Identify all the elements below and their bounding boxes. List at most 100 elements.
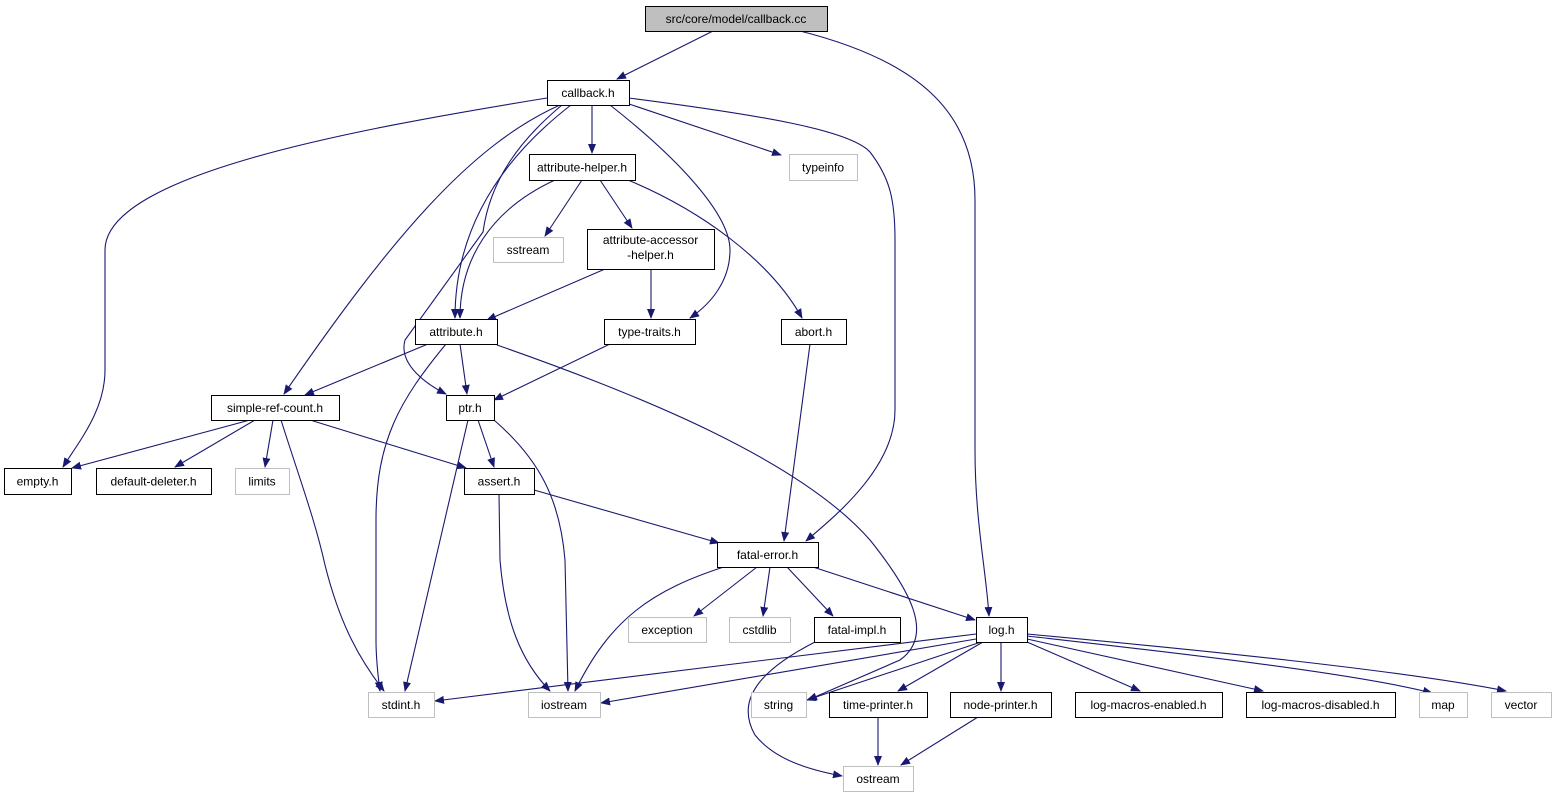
edge-fatalerror-to-exception: [693, 566, 758, 617]
edge-log-to-map: [1026, 635, 1433, 695]
edge-arrow: [374, 343, 447, 692]
node-attribute[interactable]: attribute.h: [415, 319, 498, 345]
edge-assert-to-fatalerror: [533, 489, 720, 545]
edge-attrhelper-to-attribute: [456, 179, 556, 319]
node-box: [464, 468, 535, 495]
node-box: [1419, 692, 1468, 718]
edge-log-to-lme: [1026, 641, 1141, 692]
edge-arrow: [628, 97, 896, 542]
edge-arrow: [477, 419, 495, 468]
edge-callback-to-fatalerror: [628, 97, 896, 542]
node-timeprinter[interactable]: time-printer.h: [829, 692, 928, 718]
node-callback[interactable]: callback.h: [547, 80, 630, 106]
node-lmd[interactable]: log-macros-disabled.h: [1246, 692, 1396, 718]
node-label: time-printer.h: [843, 698, 913, 712]
node-label: exception: [641, 623, 692, 637]
node-label: stdint.h: [382, 698, 421, 712]
edge-callback-to-simpleref: [283, 104, 561, 395]
node-label: fatal-error.h: [737, 548, 798, 562]
node-label: vector: [1505, 698, 1538, 712]
edge-arrow: [786, 566, 834, 617]
node-assert[interactable]: assert.h: [464, 468, 535, 495]
node-label: default-deleter.h: [110, 475, 196, 489]
edge-ptr-to-iostream: [493, 419, 572, 692]
node-box: [528, 692, 601, 718]
edge-fatalerror-to-cstdlib: [760, 566, 771, 617]
node-label: empty.h: [17, 475, 59, 489]
edge-arrow: [1026, 633, 1507, 694]
node-label: src/core/model/callback.cc: [666, 12, 807, 26]
edge-typetraits-to-ptr: [493, 343, 611, 401]
node-box: [814, 617, 901, 643]
node-label: -helper.h: [627, 248, 674, 262]
edge-arrow: [262, 419, 274, 468]
node-fatalerror[interactable]: fatal-error.h: [717, 542, 819, 568]
node-box: [843, 766, 914, 792]
edge-attribute-to-stdint: [374, 343, 447, 692]
edge-log-to-stdint: [434, 633, 977, 704]
edge-attrhelper-to-abort: [627, 179, 803, 319]
edge-arrow: [897, 641, 984, 692]
node-vector: vector: [1491, 692, 1552, 718]
edge-arrow: [616, 30, 714, 80]
edge-arrow: [781, 343, 811, 542]
node-abort[interactable]: abort.h: [781, 319, 847, 345]
edge-simpleref-to-assert: [309, 419, 467, 470]
node-box: [446, 395, 495, 421]
edge-arrow: [600, 638, 977, 706]
edge-arrow: [806, 641, 982, 701]
edge-arrow: [403, 104, 563, 395]
edge-arrow: [174, 419, 256, 468]
node-root[interactable]: src/core/model/callback.cc: [645, 6, 828, 32]
edge-log-to-iostream: [600, 638, 977, 706]
edge-arrow: [496, 344, 918, 701]
node-typeinfo: typeinfo: [789, 154, 858, 181]
edge-arrow: [1026, 641, 1141, 692]
edge-arrow: [599, 179, 633, 229]
edge-root-to-callback: [616, 30, 714, 80]
edge-callback-to-typeinfo: [628, 103, 782, 156]
node-attrhelper[interactable]: attribute-helper.h: [529, 154, 636, 181]
edge-arrow: [627, 179, 803, 319]
node-label: log.h: [988, 623, 1014, 637]
node-nodeprinter[interactable]: node-printer.h: [950, 692, 1052, 718]
node-typetraits[interactable]: type-traits.h: [604, 319, 696, 345]
edge-attribute-to-ptr: [459, 343, 470, 395]
node-box: [235, 468, 290, 495]
edge-arrow: [1026, 635, 1433, 695]
edge-arrow: [1026, 638, 1264, 693]
node-label: typeinfo: [802, 161, 844, 175]
node-exception: exception: [628, 617, 707, 643]
edge-callback-to-ptr: [403, 104, 563, 395]
node-log[interactable]: log.h: [976, 617, 1028, 643]
node-empty[interactable]: empty.h: [4, 468, 72, 495]
node-box: [717, 542, 819, 568]
edge-arrow: [574, 564, 731, 692]
edge-arrow: [62, 97, 548, 468]
node-box: [1246, 692, 1396, 718]
node-simpleref[interactable]: simple-ref-count.h: [211, 395, 340, 421]
edge-attribute-to-simpleref: [304, 343, 429, 396]
edge-simpleref-to-stdint: [280, 419, 385, 692]
edge-arrow: [628, 103, 782, 156]
node-label: string: [764, 698, 793, 712]
edge-arrow: [533, 489, 720, 545]
edges: [62, 30, 1507, 779]
edge-simpleref-to-deleter: [174, 419, 256, 468]
node-box: [96, 468, 212, 495]
node-box: [628, 617, 707, 643]
node-box: [493, 237, 564, 263]
edge-arrow: [760, 566, 771, 617]
node-fatalimpl[interactable]: fatal-impl.h: [814, 617, 901, 643]
edge-log-to-string: [806, 641, 982, 701]
edge-arrow: [799, 30, 993, 617]
node-accessor[interactable]: attribute-accessor-helper.h: [587, 229, 715, 270]
node-lme[interactable]: log-macros-enabled.h: [1075, 692, 1223, 718]
edge-arrow: [693, 566, 758, 617]
node-box: [368, 692, 435, 718]
node-deleter[interactable]: default-deleter.h: [96, 468, 212, 495]
node-ptr[interactable]: ptr.h: [446, 395, 495, 421]
edge-root-to-log: [799, 30, 993, 617]
edge-arrow: [434, 633, 977, 704]
edge-ptr-to-assert: [477, 419, 495, 468]
